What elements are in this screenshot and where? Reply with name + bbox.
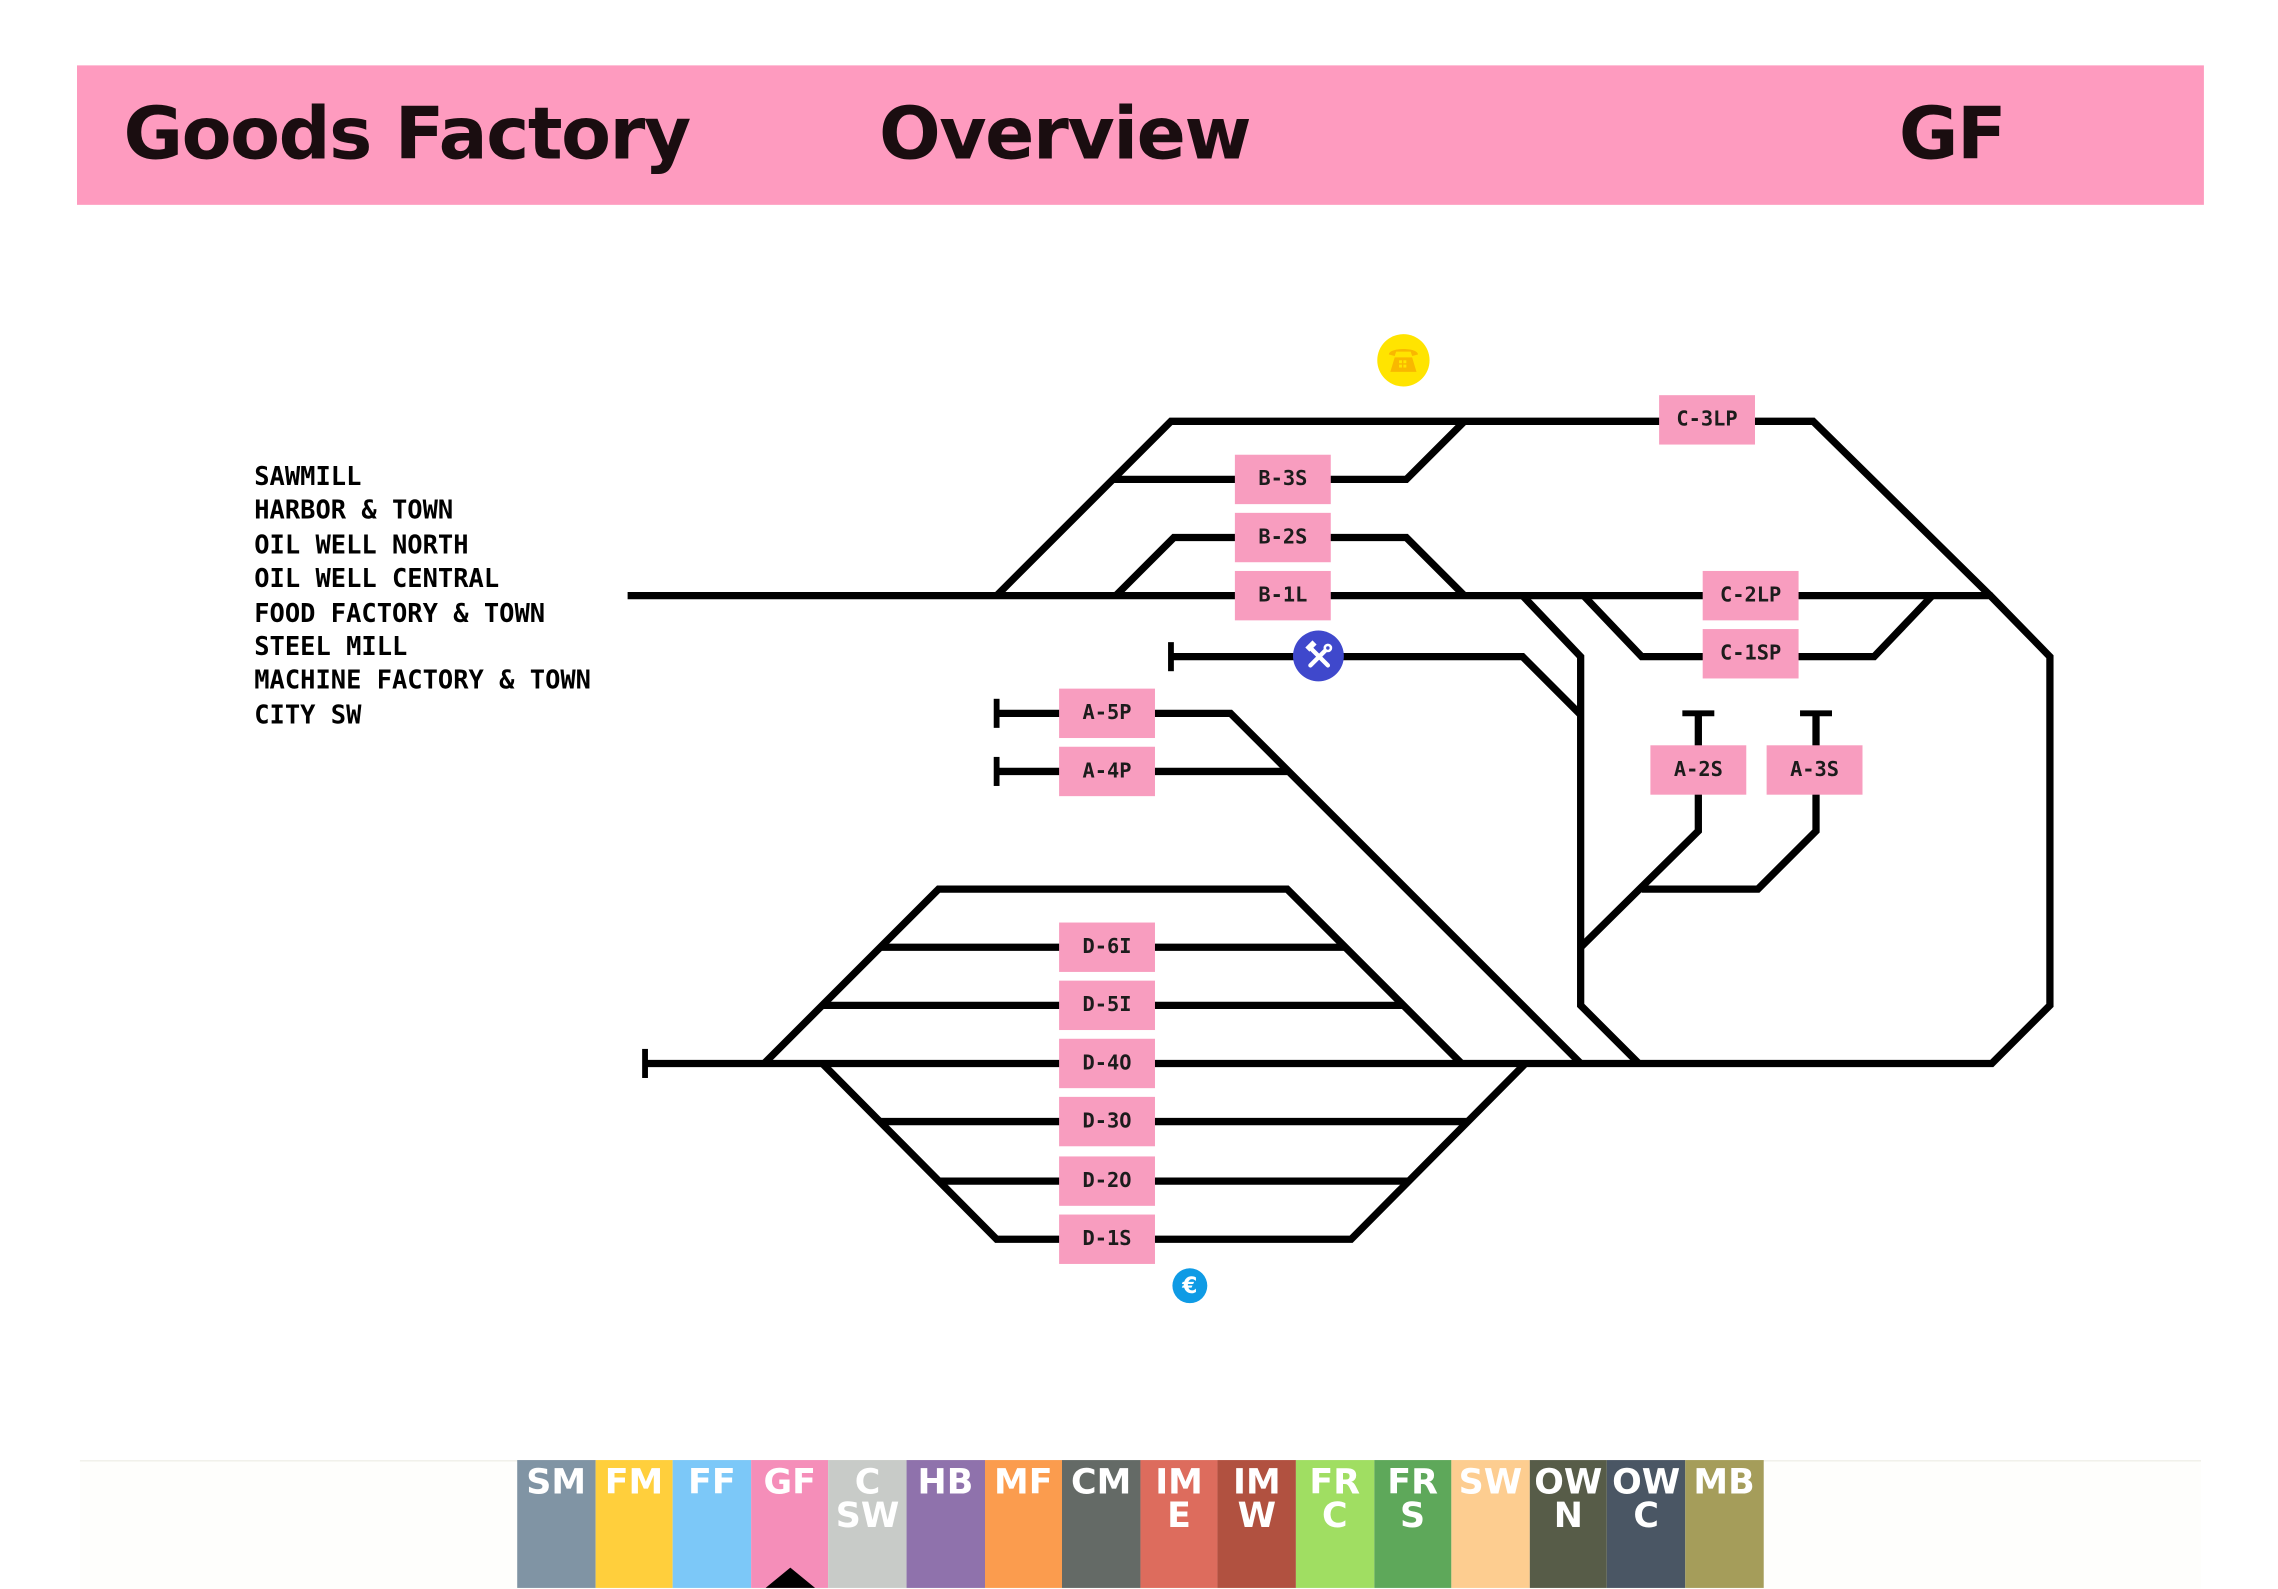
nav-tab-sm[interactable]: SM — [517, 1460, 596, 1588]
hammer-wrench-glyph — [1304, 639, 1332, 667]
active-tab-pointer-icon — [765, 1567, 815, 1588]
telephone-icon[interactable] — [1377, 334, 1430, 387]
nav-tab-cm[interactable]: CM — [1062, 1460, 1141, 1588]
nav-tab-label: FF — [688, 1461, 736, 1503]
nav-tab-label: IM — [1233, 1461, 1281, 1503]
nav-tab-label: CM — [1071, 1461, 1132, 1503]
nav-tab-label: MB — [1693, 1461, 1755, 1503]
nav-tab-label: FR — [1387, 1461, 1438, 1503]
nav-tab-label: FR — [1309, 1461, 1361, 1503]
nav-tab-mf[interactable]: MF — [984, 1460, 1063, 1588]
nav-tab-label: C — [1633, 1494, 1659, 1536]
nav-tab-label: SM — [526, 1461, 587, 1503]
nav-tab-ff[interactable]: FF — [672, 1460, 751, 1588]
track-workshop-siding — [1170, 653, 1584, 718]
destination-list: SAWMILL HARBOR & TOWN OIL WELL NORTH OIL… — [254, 462, 591, 734]
tools-icon[interactable] — [1293, 630, 1344, 682]
nav-tab-label: E — [1167, 1494, 1191, 1536]
destination-item: MACHINE FACTORY & TOWN — [254, 667, 591, 697]
track-label-d-6i[interactable]: D-6I — [1059, 922, 1155, 972]
nav-tab-label: C — [1321, 1494, 1348, 1536]
track-label-d-4o[interactable]: D-4O — [1059, 1038, 1155, 1089]
nav-tab-label: SW — [1458, 1461, 1523, 1503]
destination-item: HARBOR & TOWN — [254, 497, 454, 527]
page-title: Overview — [878, 91, 1252, 176]
track-d-outer-top — [761, 885, 1465, 1067]
track-label-a-5p[interactable]: A-5P — [1059, 688, 1155, 739]
nav-tab-label: FM — [604, 1461, 664, 1503]
nav-tab-hb[interactable]: HB — [906, 1460, 985, 1588]
station-name: Goods Factory — [123, 91, 691, 176]
nav-tab-label: OW — [1612, 1461, 1681, 1503]
destination-item: CITY SW — [254, 701, 362, 731]
track-b-3s — [1112, 418, 1468, 484]
track-label-c-1sp[interactable]: C-1SP — [1702, 629, 1799, 679]
destination-item: FOOD FACTORY & TOWN — [254, 599, 546, 629]
track-c-3lp — [994, 417, 1993, 599]
track-label-a-3s[interactable]: A-3S — [1766, 745, 1863, 795]
track-label-b-1l[interactable]: B-1L — [1234, 570, 1331, 621]
destination-item: OIL WELL NORTH — [254, 531, 469, 561]
nav-tab-label: SW — [835, 1494, 900, 1536]
destination-item: STEEL MILL — [254, 633, 408, 663]
euro-icon[interactable]: € — [1172, 1268, 1208, 1304]
nav-tab-sw[interactable]: SW — [1451, 1460, 1530, 1588]
nav-tab-label: HB — [917, 1461, 974, 1503]
nav-tab-label: GF — [763, 1461, 816, 1503]
track-d-1s — [819, 1060, 1529, 1243]
track-label-d-2o[interactable]: D-2O — [1059, 1156, 1155, 1206]
nav-tab-label: S — [1400, 1494, 1426, 1536]
track-label-a-2s[interactable]: A-2S — [1650, 745, 1747, 795]
track-connector — [1519, 593, 1642, 1067]
nav-tab-gf[interactable]: GF — [750, 1460, 829, 1588]
header-bar: Goods Factory Overview GF — [76, 65, 2204, 205]
nav-tab-fm[interactable]: FM — [595, 1460, 673, 1588]
telephone-glyph — [1388, 349, 1418, 372]
track-label-b-2s[interactable]: B-2S — [1234, 512, 1331, 563]
track-label-a-4p[interactable]: A-4P — [1059, 746, 1155, 797]
nav-tab-label: N — [1553, 1494, 1583, 1536]
track-label-c-2lp[interactable]: C-2LP — [1702, 570, 1799, 621]
nav-tab-label: OW — [1534, 1461, 1603, 1503]
station-code: GF — [1898, 91, 2007, 176]
nav-tab-label: W — [1237, 1494, 1277, 1536]
destination-item: SAWMILL — [254, 463, 362, 493]
destination-item: OIL WELL CENTRAL — [254, 565, 500, 595]
nav-tab-label: IM — [1155, 1461, 1203, 1503]
nav-tab-label: C — [854, 1461, 881, 1503]
track-label-d-5i[interactable]: D-5I — [1059, 980, 1155, 1031]
track-label-d-1s[interactable]: D-1S — [1059, 1214, 1155, 1264]
nav-tab-label: MF — [994, 1461, 1053, 1503]
track-label-b-3s[interactable]: B-3S — [1234, 454, 1331, 505]
track-label-d-3o[interactable]: D-3O — [1059, 1096, 1155, 1147]
nav-tab-mb[interactable]: MB — [1685, 1460, 1763, 1588]
track-label-c-3lp[interactable]: C-3LP — [1659, 395, 1755, 445]
